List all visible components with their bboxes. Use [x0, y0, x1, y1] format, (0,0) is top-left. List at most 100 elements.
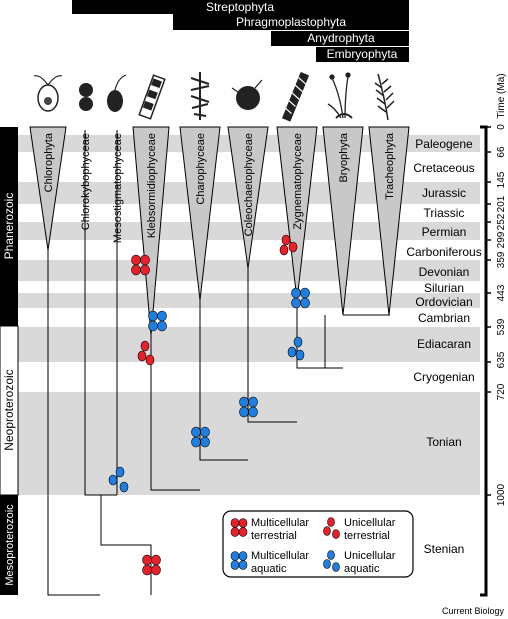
period-stenian: Stenian: [424, 542, 465, 556]
legend-label: Multicellular: [251, 517, 309, 529]
clade-bars: Streptophyta Phragmoplastophyta Anydroph…: [72, 0, 409, 62]
tick-label: 635: [496, 351, 507, 368]
clade-bar-embryophyta: [316, 47, 409, 62]
tick-label: 66: [496, 146, 507, 158]
tick-label: 299: [496, 231, 507, 248]
multicellular-terrestrial-marker: [131, 254, 150, 276]
band-devonian: [18, 260, 480, 281]
chara-icon: [190, 72, 210, 120]
triangle-coleochaetophyceae: [227, 126, 269, 269]
triangle-klebsormidiophyceae: [132, 126, 170, 336]
mesostigma-icon: [107, 74, 127, 112]
triangle-zygnematophyceae: [276, 126, 318, 301]
tick-label: 359: [496, 251, 507, 268]
moss-icon: [327, 72, 353, 119]
period-cretaceous: Cretaceous: [413, 161, 474, 175]
legend-icon-multicellular-aquatic: [230, 551, 248, 570]
period-permian: Permian: [422, 225, 467, 239]
taxon-label-bryophyta: Bryophyta: [338, 132, 350, 182]
legend-label: Multicellular: [251, 550, 309, 562]
clade-bar-phragmoplastophyta: [173, 14, 409, 30]
clade-label-embryophyta: Embryophyta: [327, 47, 398, 61]
unicellular-terrestrial-marker: [137, 340, 155, 366]
period-paleogene: Paleogene: [415, 137, 473, 151]
legend: Multicellular terrestrial Unicellular te…: [222, 510, 414, 578]
period-tonian: Tonian: [426, 435, 461, 449]
axis-title: Time (Ma): [496, 73, 507, 118]
taxon-label-mesostigmatophyceae: Mesostigmatophyceae: [112, 133, 124, 243]
credit-text: Current Biology: [442, 606, 505, 616]
legend-label: terrestrial: [251, 530, 297, 542]
clade-label-phragmoplastophyta: Phragmoplastophyta: [236, 15, 346, 29]
eon-bar: Phanerozoic Neoproterozoic Mesoproterozo…: [0, 127, 19, 595]
period-labels: Paleogene Cretaceous Jurassic Triassic P…: [406, 137, 481, 556]
multicellular-aquatic-marker: [239, 396, 258, 418]
coleochaete-icon: [231, 79, 263, 110]
legend-label: terrestrial: [344, 530, 390, 542]
multicellular-aquatic-marker: [191, 426, 210, 448]
legend-icon-multicellular-terrestrial: [230, 518, 248, 537]
tree-lines: [47, 130, 390, 596]
taxon-label-coleochaetophyceae: Coleochaetophyceae: [243, 133, 255, 236]
legend-label: aquatic: [251, 563, 287, 575]
taxon-labels: Chlorophyta Chlorokybophyceae Mesostigma…: [43, 132, 396, 243]
chlorokybus-icon: [79, 83, 93, 111]
spirogyra-icon: [281, 71, 310, 122]
clade-label-streptophyta: Streptophyta: [206, 0, 274, 14]
triangle-charophyceae: [179, 126, 221, 301]
taxon-label-zygnematophyceae: Zygnematophyceae: [292, 133, 304, 230]
tick-label: 443: [496, 284, 507, 301]
triangle-bryophyta: [322, 126, 364, 316]
legend-icon-unicellular-aquatic: [323, 550, 340, 572]
legend-label: aquatic: [344, 563, 380, 575]
clade-bar-streptophyta: [72, 0, 409, 14]
clade-bar-anydrophyta: [271, 31, 409, 46]
band-tonian: [18, 392, 480, 495]
multicellular-aquatic-marker: [148, 310, 167, 332]
unicellular-aquatic-marker: [108, 466, 129, 493]
klebsormidium-icon: [138, 74, 166, 120]
period-jurassic: Jurassic: [422, 186, 466, 200]
tick-label: 201: [496, 195, 507, 212]
band-ordovician: [18, 293, 480, 308]
taxon-label-chlorophyta: Chlorophyta: [43, 132, 55, 192]
tick-label: 0: [496, 124, 507, 130]
tick-label: 720: [496, 383, 507, 400]
unicellular-aquatic-marker: [287, 336, 305, 361]
eon-phanerozoic: Phanerozoic: [2, 193, 16, 260]
legend-label: Unicellular: [344, 550, 396, 562]
taxon-label-klebsormidiophyceae: Klebsormidiophyceae: [146, 133, 158, 238]
organism-icons: [33, 71, 395, 122]
tick-label: 1000: [496, 483, 507, 506]
cell-markers: [108, 234, 310, 576]
tick-label: 539: [496, 318, 507, 335]
tick-label: 145: [496, 171, 507, 188]
period-cambrian: Cambrian: [418, 311, 470, 325]
period-carboniferous: Carboniferous: [406, 245, 481, 259]
chlamydomonas-icon: [33, 75, 63, 112]
taxon-label-charophyceae: Charophyceae: [195, 133, 207, 205]
legend-icon-unicellular-terrestrial: [323, 517, 340, 539]
clade-label-anydrophyta: Anydrophyta: [307, 31, 375, 45]
multicellular-terrestrial-marker: [142, 554, 161, 576]
unicellular-terrestrial-marker: [279, 234, 298, 256]
taxon-label-tracheophyta: Tracheophyta: [384, 132, 396, 200]
eon-neoproterozoic: Neoproterozoic: [2, 369, 16, 450]
period-ediacaran: Ediacaran: [417, 337, 471, 351]
band-ediacaran: [18, 327, 480, 362]
period-silurian: Silurian: [424, 281, 464, 295]
period-ordovician: Ordovician: [415, 295, 472, 309]
taxon-label-chlorokybophyceae: Chlorokybophyceae: [80, 133, 92, 230]
eon-mesoproterozoic: Mesoproterozoic: [4, 504, 16, 586]
fern-icon: [374, 73, 395, 121]
multicellular-aquatic-marker: [291, 287, 310, 309]
legend-label: Unicellular: [344, 517, 396, 529]
period-devonian: Devonian: [419, 265, 470, 279]
period-cryogenian: Cryogenian: [413, 370, 474, 384]
triangle-tracheophyta: [368, 126, 410, 316]
tick-label: 252: [496, 213, 507, 230]
taxon-triangles: [29, 126, 410, 336]
period-triassic: Triassic: [424, 206, 465, 220]
time-axis: Time (Ma) 0 66 145 201 252 299 359 443 5…: [480, 73, 507, 597]
